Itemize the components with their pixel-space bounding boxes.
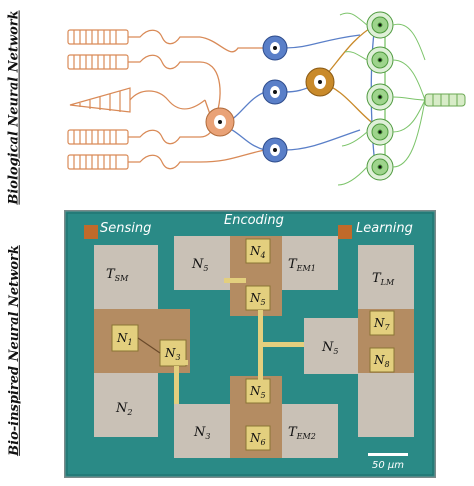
receptor-cell: [67, 129, 200, 145]
svg-text:N3: N3: [164, 346, 181, 362]
svg-text:N7: N7: [373, 316, 391, 332]
pad-tem2: [282, 404, 338, 458]
n6-label: N6: [249, 431, 266, 447]
biological-network-label-text: Biological Neural Network: [6, 10, 22, 205]
neuron-cell: [262, 137, 288, 163]
n8-label: N8: [373, 353, 390, 369]
pad-n5-center: [304, 318, 362, 374]
pad-right-bottom: [358, 373, 414, 437]
bond-pad: [84, 225, 98, 239]
receptor-cells: [67, 29, 206, 170]
interneurons: [205, 35, 335, 163]
neuron-cell-brown: [305, 67, 335, 97]
neuron-cell: [262, 79, 288, 105]
tem1-label: TEM1: [288, 257, 316, 273]
bond-pad: [338, 225, 352, 239]
svg-text:N3: N3: [193, 425, 210, 441]
pad-tlm: [358, 245, 414, 309]
receptor-cone: [69, 87, 206, 113]
gate-n8: [369, 347, 395, 373]
n3-left-label: N3: [164, 346, 181, 362]
tsm-label: TSM: [106, 267, 129, 283]
n4-label: N4: [249, 244, 266, 260]
gate-n5-top: [245, 285, 271, 311]
chip-micrograph: Sensing Encoding Learning TSM N1 N3 N2 N…: [64, 210, 436, 478]
tem2-label: TEM2: [288, 425, 316, 441]
output-neuron: [366, 11, 394, 39]
output-neurons: [366, 11, 394, 181]
neuron-cell-orange: [205, 107, 235, 137]
output-neuron: [366, 118, 394, 146]
biological-network-label: Biological Neural Network: [0, 0, 28, 215]
svg-text:N1: N1: [116, 331, 133, 347]
pad-n2: [94, 373, 158, 437]
svg-text:N5: N5: [321, 340, 338, 356]
output-neuron: [366, 83, 394, 111]
svg-text:N5: N5: [249, 291, 266, 307]
biological-network-illustration: [67, 11, 466, 186]
pad-n5-top: [174, 236, 230, 290]
learning-label: Learning: [356, 221, 413, 236]
pad-tem1: [282, 236, 338, 290]
neuron-cell: [262, 35, 288, 61]
n5-bottom-label: N5: [249, 384, 266, 400]
n7-label: N7: [373, 316, 391, 332]
interconnects: [174, 278, 304, 404]
pad-n3-bottom: [174, 404, 230, 458]
scale-bar: [368, 453, 408, 456]
svg-text:N6: N6: [249, 431, 266, 447]
svg-text:TSM: TSM: [106, 267, 129, 283]
bioinspired-network-label: Bio-inspired Neural Network: [0, 215, 28, 486]
receptor-cell: [67, 54, 200, 70]
output-neuron: [366, 46, 394, 74]
n3-bottom-label: N3: [193, 425, 210, 441]
receptor-cell: [67, 154, 200, 170]
gate-n7: [369, 310, 395, 336]
muscle-fiber: [424, 93, 466, 107]
n2-label: N2: [115, 401, 132, 417]
tlm-label: TLM: [372, 271, 395, 287]
n5-top-left-label: N5: [191, 257, 208, 273]
svg-text:TEM1: TEM1: [288, 257, 316, 273]
output-neuron: [366, 153, 394, 181]
receptor-cell: [67, 29, 200, 45]
encoding-label: Encoding: [224, 213, 284, 228]
pad-tsm: [94, 245, 158, 309]
svg-text:TEM2: TEM2: [288, 425, 316, 441]
svg-text:N2: N2: [115, 401, 132, 417]
n1-label: N1: [116, 331, 133, 347]
n5-top-label: N5: [249, 291, 266, 307]
gate-n5-bottom: [245, 378, 271, 404]
svg-text:N5: N5: [249, 384, 266, 400]
svg-text:N4: N4: [249, 244, 266, 260]
nerve-fibers: [199, 24, 386, 166]
gate-n6: [245, 425, 271, 451]
svg-text:N5: N5: [191, 257, 208, 273]
sensing-label: Sensing: [100, 221, 151, 236]
svg-text:TLM: TLM: [372, 271, 395, 287]
n5-center-label: N5: [321, 340, 338, 356]
scale-bar-label: 50 μm: [372, 460, 404, 471]
svg-text:N8: N8: [373, 353, 390, 369]
output-dendrites: [337, 12, 426, 186]
bioinspired-network-label-text: Bio-inspired Neural Network: [6, 245, 22, 456]
gate-n1: [111, 324, 139, 352]
gate-n4: [245, 238, 271, 264]
